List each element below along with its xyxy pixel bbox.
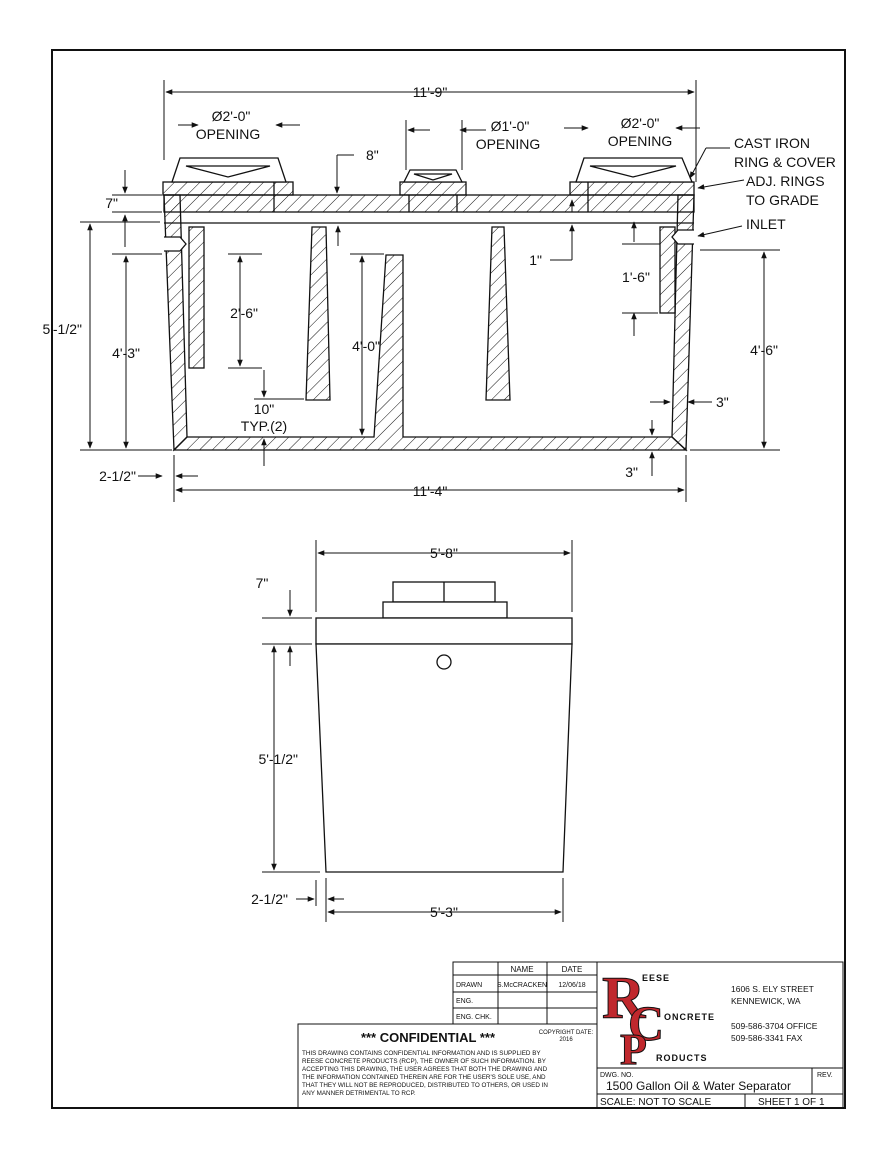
- tb-engchk-label: ENG. CHK.: [456, 1014, 492, 1021]
- outlet-baffle-right: [659, 226, 676, 314]
- tb-confidential-notice: THIS DRAWING CONTAINS CONFIDENTIAL INFOR…: [302, 1050, 548, 1097]
- dim-end-bottom-offset: 2-1/2": [251, 891, 288, 907]
- label-cast-iron-2: RING & COVER: [734, 154, 836, 170]
- tb-eng-label: ENG.: [456, 998, 473, 1005]
- end-inlet-pipe: [436, 654, 452, 670]
- tb-notice-line: THE INFORMATION CONTAINED THEREIN ARE FO…: [302, 1074, 546, 1081]
- dim-bottom-offset: 2-1/2": [99, 468, 136, 484]
- tb-drawing-title: 1500 Gallon Oil & Water Separator: [606, 1079, 791, 1093]
- tb-col-name: NAME: [510, 965, 533, 974]
- logo-letter-p: P: [620, 1025, 647, 1074]
- left-riser: [162, 157, 294, 212]
- tb-address-1: 1606 S. ELY STREET: [731, 984, 814, 994]
- dim-end-height: 5'-1/2": [258, 751, 298, 767]
- tb-drawn-date: 12/06/18: [558, 982, 585, 989]
- title-block-text: NAME DATE DRAWN S.McCRACKEN 12/06/18 ENG…: [302, 965, 833, 1109]
- inlet-baffle-left: [188, 226, 205, 369]
- dim-overall-height: 5'-1/2": [42, 321, 82, 337]
- label-left-opening: OPENING: [196, 126, 261, 142]
- logo-word-reese: EESE: [642, 973, 670, 983]
- dim-end-top-width: 5'-8": [430, 545, 458, 561]
- dim-8in: 8": [366, 147, 379, 163]
- dim-inlet-baffle: 1'-6": [622, 269, 650, 285]
- dim-center-baffle: 4'-0": [352, 338, 380, 354]
- dim-right-height: 4'-6": [750, 342, 778, 358]
- end-lid: [315, 617, 573, 645]
- right-pipe: [671, 229, 694, 245]
- dim-top-overall: 11'-9": [413, 84, 448, 100]
- end-labels: 5'-8" 7" 5'-1/2" 2-1/2" 5'-3": [251, 545, 458, 920]
- end-body: [315, 643, 573, 873]
- center-riser: [399, 169, 467, 212]
- logo-word-concrete: ONCRETE: [664, 1012, 715, 1022]
- baffle-1: [305, 226, 331, 401]
- tb-phone-fax: 509-586-3341 FAX: [731, 1033, 803, 1043]
- label-adj-rings-1: ADJ. RINGS: [746, 173, 825, 189]
- dim-left-opening: Ø2'-0": [212, 108, 251, 124]
- tb-drawn-name: S.McCRACKEN: [497, 982, 547, 989]
- label-inlet: INLET: [746, 216, 786, 232]
- tb-rev-label: REV.: [817, 1072, 833, 1079]
- tb-notice-line: THAT THEY WILL NOT BE REPRODUCED, DISTRI…: [302, 1082, 548, 1089]
- dim-baffle-2-6: 2'-6": [230, 305, 258, 321]
- tb-notice-line: ACCEPTING THIS DRAWING, THE USER AGREES …: [302, 1066, 548, 1073]
- tb-phone-office: 509-586-3704 OFFICE: [731, 1021, 818, 1031]
- dim-center-opening: Ø1'-0": [491, 118, 530, 134]
- dim-end-bottom-width: 5'-3": [430, 904, 458, 920]
- label-adj-rings-2: TO GRADE: [746, 192, 819, 208]
- right-riser: [569, 157, 695, 212]
- end-riser-base: [382, 601, 508, 619]
- tb-copyright-1: COPYRIGHT DATE:: [539, 1030, 594, 1036]
- tb-confidential: *** CONFIDENTIAL ***: [361, 1030, 496, 1045]
- tb-address-2: KENNEWICK, WA: [731, 996, 801, 1006]
- label-center-opening: OPENING: [476, 136, 541, 152]
- tb-dwg-no-label: DWG. NO.: [600, 1072, 633, 1079]
- dim-10in: 10": [254, 401, 275, 417]
- tank-floor: [172, 254, 688, 451]
- left-wall: [163, 194, 188, 452]
- dim-1in: 1": [529, 252, 542, 268]
- tb-drawn-label: DRAWN: [456, 982, 482, 989]
- label-cast-iron-1: CAST IRON: [734, 135, 810, 151]
- title-block: [297, 961, 844, 1109]
- tb-col-date: DATE: [562, 965, 583, 974]
- logo-word-products: RODUCTS: [656, 1053, 708, 1063]
- label-right-opening: OPENING: [608, 133, 673, 149]
- dim-right-opening: Ø2'-0": [621, 115, 660, 131]
- dim-end-7in: 7": [256, 575, 269, 591]
- tb-copyright-2: 2016: [559, 1037, 573, 1043]
- section-view: [162, 157, 695, 452]
- dim-wall-3-right: 3": [716, 394, 729, 410]
- dim-left-height: 4'-3": [112, 345, 140, 361]
- section-labels: 11'-9" Ø2'-0" OPENING Ø1'-0" OPENING Ø2'…: [42, 84, 835, 499]
- dim-bottom-width: 11'-4": [413, 483, 448, 499]
- tb-notice-line: THIS DRAWING CONTAINS CONFIDENTIAL INFOR…: [302, 1050, 541, 1057]
- dim-7in: 7": [105, 195, 118, 211]
- tb-sheet: SHEET 1 OF 1: [758, 1097, 825, 1108]
- dim-wall-3-bottom: 3": [625, 464, 638, 480]
- left-pipe: [164, 236, 187, 252]
- section-dimensions: [80, 80, 780, 502]
- logo-letter-c: C: [628, 995, 664, 1051]
- label-typ-2: TYP.(2): [241, 418, 287, 434]
- tb-notice-line: ANY MANNER DETRIMENTAL TO RCP.: [302, 1090, 416, 1097]
- baffle-2: [485, 226, 511, 401]
- end-view: [315, 581, 573, 873]
- logo-letter-r: R: [602, 965, 646, 1031]
- tb-notice-line: REESE CONCRETE PRODUCTS (RCP), THE OWNER…: [302, 1058, 547, 1065]
- lid-slab: [163, 194, 695, 213]
- tb-scale: SCALE: NOT TO SCALE: [600, 1097, 711, 1108]
- company-logo: R C P EESE ONCRETE RODUCTS: [602, 965, 715, 1075]
- end-dimensions: [262, 540, 573, 922]
